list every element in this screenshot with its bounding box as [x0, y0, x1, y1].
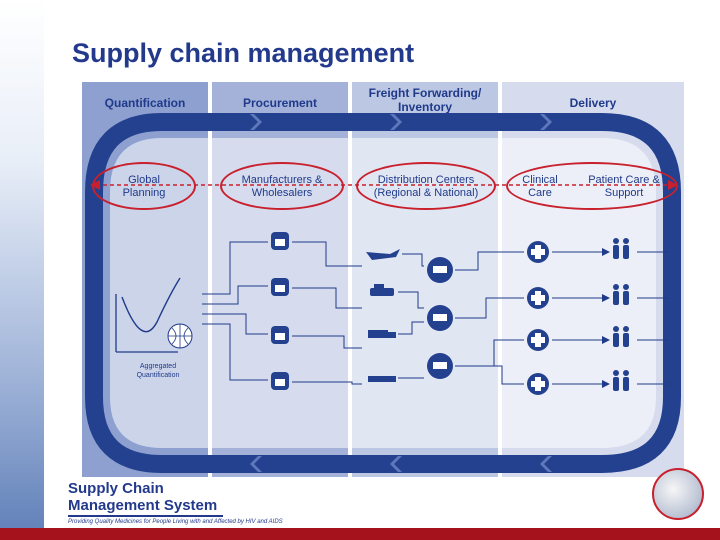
oval-global-planning	[92, 162, 196, 210]
logo-name: Supply Chain Management System	[68, 480, 218, 514]
supply-loop	[85, 113, 681, 473]
scms-logo: Supply Chain Management System Providing…	[68, 480, 283, 525]
flow-ring-graphic	[85, 113, 681, 473]
column-header-delivery: Delivery	[569, 96, 617, 110]
slide-title: Supply chain management	[72, 38, 415, 68]
connector-lines	[202, 241, 268, 381]
decorative-sidebar	[0, 0, 44, 540]
bottom-accent-bar	[0, 528, 720, 540]
column-header-procurement: Procurement	[242, 96, 318, 110]
transport-icons	[366, 249, 400, 382]
clinic-icons	[527, 241, 549, 395]
quantification-chart	[115, 277, 193, 353]
logo-divider	[68, 515, 223, 517]
oval-care	[506, 162, 678, 210]
oval-manufacturers	[220, 162, 344, 210]
logo-tagline: Providing Quality Medicines for People L…	[68, 519, 283, 525]
column-header-quantification: Quantification	[104, 96, 186, 110]
patient-icons	[613, 238, 629, 391]
curve-label: Aggregated Quantification	[136, 363, 180, 379]
globe-ribbon-icon	[652, 468, 704, 520]
loop-chevrons	[250, 114, 552, 472]
supply-chain-diagram: Quantification Procurement Freight Forwa…	[82, 82, 684, 477]
oval-distribution-centers	[356, 162, 496, 210]
